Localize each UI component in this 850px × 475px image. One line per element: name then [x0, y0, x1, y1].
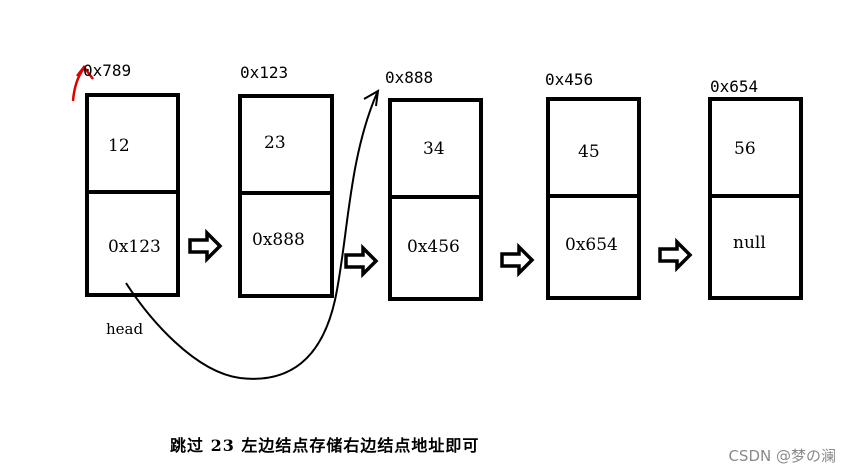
node-next-5: null	[733, 233, 766, 253]
node-box-4	[546, 97, 641, 300]
node-box-1	[85, 93, 180, 297]
node-value-1: 12	[108, 136, 130, 156]
node-address-3: 0x888	[385, 68, 434, 87]
node-box-5	[708, 97, 803, 300]
node-value-3: 34	[423, 139, 445, 159]
node-next-1: 0x123	[108, 237, 161, 257]
head-label: head	[106, 320, 144, 338]
node-box-2	[238, 94, 334, 298]
node-value-2: 23	[264, 133, 286, 153]
head-marker-arrow-icon	[71, 64, 94, 102]
node-address-4: 0x456	[545, 70, 594, 89]
node-address-1: 0x789	[83, 61, 132, 80]
node-box-3	[388, 98, 483, 301]
node-next-2: 0x888	[252, 230, 305, 250]
block-arrow-3-icon	[500, 242, 535, 278]
block-arrow-2-icon	[344, 243, 379, 279]
skip-curve-arrowhead-icon	[363, 89, 380, 107]
node-next-4: 0x654	[565, 235, 618, 255]
watermark: CSDN @梦の澜	[728, 447, 836, 465]
node-value-5: 56	[734, 139, 756, 159]
skip-curve-arrow	[125, 92, 378, 380]
diagram-caption: 跳过 23 左边结点存储右边结点地址即可	[170, 436, 480, 455]
node-address-2: 0x123	[240, 63, 289, 82]
node-next-3: 0x456	[407, 237, 460, 257]
node-value-4: 45	[578, 142, 600, 162]
block-arrow-4-icon	[658, 237, 693, 273]
block-arrow-1-icon	[188, 228, 223, 264]
node-address-5: 0x654	[710, 77, 759, 96]
